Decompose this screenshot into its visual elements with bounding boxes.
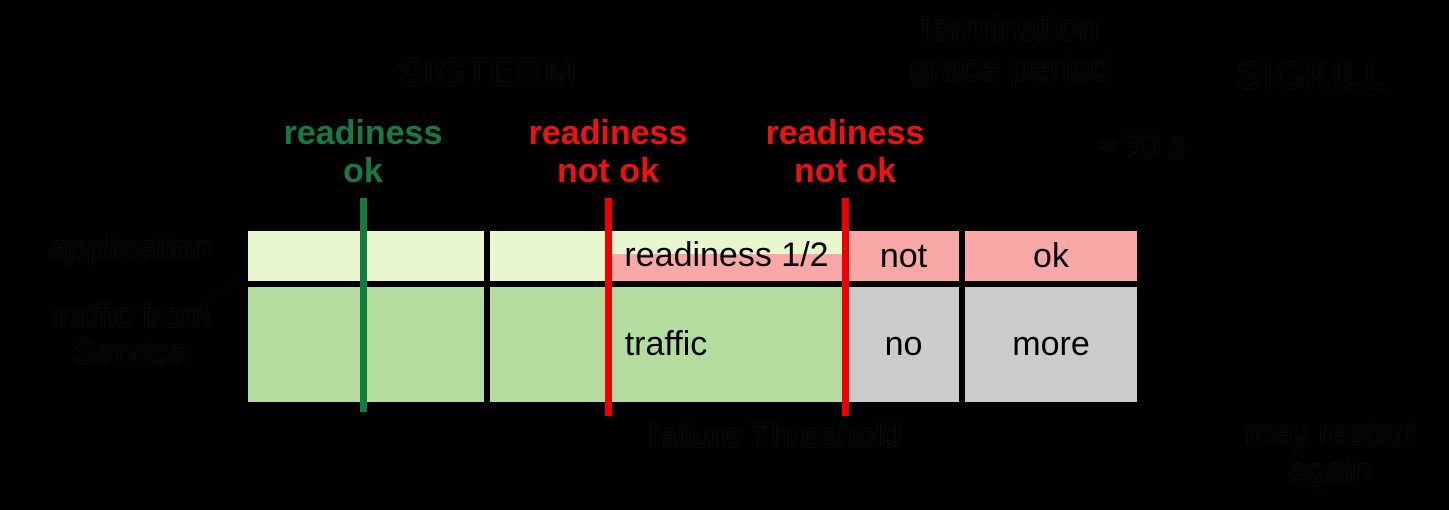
row-label-service-traffic: traffic from Service [20,298,240,370]
marker-readiness-ok-line1: readiness [283,114,443,152]
cell-readiness-half-text: readiness 1/2 [624,236,829,274]
row-label-application: application [48,229,212,267]
marker-readiness-notok1-label: readiness not ok [508,114,708,190]
readiness-notok-line-1 [605,198,612,416]
restart-note-line1: may restart [1244,414,1416,452]
restart-note-line2: again [1288,452,1372,490]
cell-traffic-more: more [962,284,1140,405]
grace-period-line2: grace period [909,47,1111,88]
cell-traffic: traffic [487,284,845,405]
grace-period-note: termination grace period [855,8,1165,88]
failure-threshold-note: failure Threshold [648,417,902,455]
row-label-service-line2: Service [73,333,187,371]
readiness-ok-line [360,198,367,412]
sigterm-label: SIGTERM [396,52,578,94]
marker-readiness-notok2-line1: readiness [765,114,925,152]
grace-period-line1: termination [920,7,1100,48]
sigkill-label: SIGKILL [1236,55,1388,97]
cell-readiness-ok: ok [962,228,1140,284]
row-label-service-line1: traffic from [50,297,210,335]
grace-duration-label: ≈ 30 s [1098,127,1185,163]
marker-readiness-ok-label: readiness ok [263,114,463,190]
marker-readiness-notok1-line1: readiness [528,114,688,152]
marker-readiness-notok1-line2: not ok [557,152,659,190]
marker-readiness-notok2-label: readiness not ok [745,114,945,190]
readiness-half-failed-overlay [608,254,842,281]
restart-note: may restart again [1225,414,1435,490]
marker-readiness-notok2-line2: not ok [794,152,896,190]
marker-readiness-ok-line2: ok [343,152,383,190]
cell-readiness-not: not [845,228,962,284]
readiness-notok-line-2 [842,198,849,416]
cell-traffic-no: no [845,284,962,405]
